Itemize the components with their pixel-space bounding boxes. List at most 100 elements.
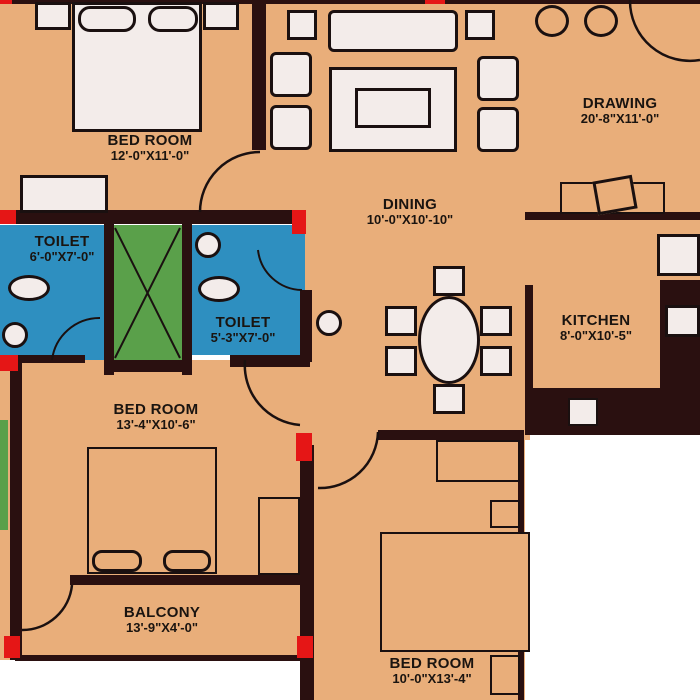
- pillow: [163, 550, 211, 572]
- wall: [70, 575, 310, 585]
- column: [0, 210, 16, 224]
- room-dimensions: 6'-0"X7'-0": [29, 249, 95, 265]
- refrigerator: [657, 234, 700, 276]
- passage-floor: [230, 360, 350, 440]
- dining-table: [418, 296, 480, 384]
- room-label-dining: DINING 10'-0"X10'-10": [367, 196, 453, 228]
- column: [296, 433, 312, 461]
- room-label-balcony: BALCONY 13'-9"X4'-0": [124, 604, 200, 636]
- wc: [198, 276, 240, 302]
- room-name: TOILET: [34, 233, 90, 250]
- side-table: [258, 497, 300, 575]
- column: [0, 0, 12, 4]
- column: [4, 636, 20, 658]
- coffee-table-top: [355, 88, 431, 128]
- room-label-drawing: DRAWING 20'-8"X11'-0": [581, 95, 660, 127]
- room-dimensions: 20'-8"X11'-0": [580, 111, 660, 127]
- wall: [525, 285, 533, 435]
- room-label-kitchen: KITCHEN 8'-0"X10'-5": [560, 312, 632, 344]
- wall: [104, 360, 192, 372]
- column: [0, 355, 18, 371]
- side-duct: [0, 420, 8, 530]
- armchair: [270, 105, 312, 150]
- room-label-toilet-2: TOILET 5'-3"X7'-0": [211, 314, 276, 346]
- sofa: [328, 10, 458, 52]
- wall: [378, 430, 523, 440]
- kitchen-sink: [568, 398, 598, 426]
- wall: [525, 212, 700, 220]
- wardrobe: [20, 175, 108, 213]
- dining-chair: [433, 266, 465, 296]
- column: [425, 0, 445, 4]
- door-swing: [21, 584, 74, 632]
- room-name: BED ROOM: [113, 401, 199, 418]
- door-swing: [198, 150, 261, 213]
- door-swing: [51, 316, 101, 361]
- door-swing: [317, 431, 380, 490]
- room-dimensions: 10'-0"X13'-4": [392, 671, 472, 687]
- side-table: [287, 10, 317, 40]
- room-dimensions: 10'-0"X10'-10": [366, 212, 454, 228]
- wall: [104, 215, 114, 375]
- room-label-bedroom-2: BED ROOM 13'-4"X10'-6": [114, 401, 199, 433]
- armchair: [270, 52, 312, 97]
- pillow: [78, 6, 136, 32]
- room-label-bedroom-3: BED ROOM 10'-0"X13'-4": [390, 655, 475, 687]
- wash-basin: [2, 322, 28, 348]
- room-dimensions: 8'-0"X10'-5": [560, 328, 632, 344]
- wall: [230, 355, 310, 367]
- cooking-hob: [665, 305, 700, 337]
- double-bed: [380, 532, 530, 652]
- wall: [10, 355, 85, 363]
- door-swing: [257, 249, 303, 291]
- planter: [535, 5, 569, 37]
- room-name: DINING: [382, 196, 438, 213]
- kitchen-counter-bottom: [530, 388, 700, 435]
- side-table: [465, 10, 495, 40]
- pillow: [92, 550, 142, 572]
- wall: [252, 0, 266, 150]
- dining-chair: [385, 346, 417, 376]
- room-dimensions: 12'-0"X11'-0": [110, 148, 190, 164]
- dining-chair: [433, 384, 465, 414]
- armchair: [477, 56, 519, 101]
- armchair: [477, 107, 519, 152]
- wardrobe: [436, 440, 520, 482]
- dining-chair: [480, 346, 512, 376]
- door-swing: [243, 359, 301, 427]
- dining-chair: [480, 306, 512, 336]
- wall: [15, 655, 300, 661]
- wall: [182, 215, 192, 375]
- room-name: BALCONY: [123, 604, 201, 621]
- room-dimensions: 13'-9"X4'-0": [125, 620, 198, 636]
- room-dimensions: 13'-4"X10'-6": [116, 417, 196, 433]
- wc: [8, 275, 50, 301]
- wash-basin: [195, 232, 221, 258]
- door-swing: [628, 0, 700, 63]
- wall: [10, 355, 22, 660]
- side-table: [490, 655, 520, 695]
- wall: [0, 210, 300, 224]
- room-name: BED ROOM: [107, 132, 193, 149]
- column: [297, 636, 313, 658]
- column: [292, 210, 306, 234]
- room-name: TOILET: [215, 314, 271, 331]
- room-dimensions: 5'-3"X7'-0": [210, 330, 276, 346]
- wall: [300, 290, 312, 362]
- wash-basin: [316, 310, 342, 336]
- room-label-bedroom-1: BED ROOM 12'-0"X11'-0": [108, 132, 193, 164]
- pillow: [148, 6, 198, 32]
- room-name: DRAWING: [582, 95, 658, 112]
- dining-chair: [385, 306, 417, 336]
- room-name: BED ROOM: [389, 655, 475, 672]
- duct-cross: [114, 227, 181, 359]
- planter: [584, 5, 618, 37]
- side-table: [490, 500, 520, 528]
- room-name: KITCHEN: [561, 312, 631, 329]
- side-table: [35, 2, 71, 30]
- wall: [0, 0, 700, 4]
- side-table: [203, 2, 239, 30]
- room-label-toilet-1: TOILET 6'-0"X7'-0": [30, 233, 95, 265]
